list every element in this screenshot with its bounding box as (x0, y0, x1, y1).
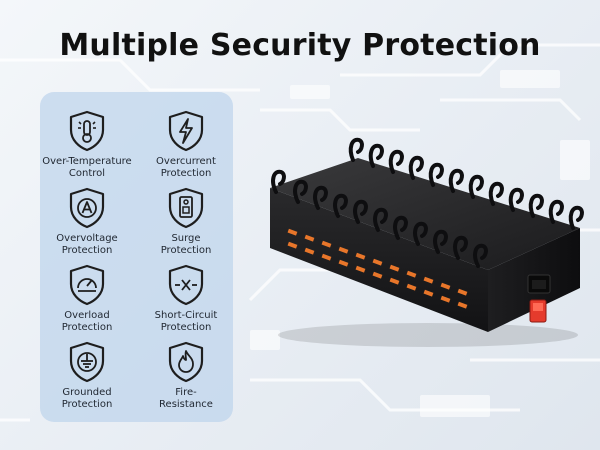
short-circuit-x-icon (168, 264, 204, 306)
gauge-icon (69, 264, 105, 306)
feature-short-circuit: Short-Circuit Protection (136, 264, 236, 334)
feature-grounded: Grounded Protection (37, 341, 137, 411)
power-switch-icon (527, 274, 551, 323)
ground-symbol-icon (69, 341, 105, 383)
feature-label: Grounded Protection (61, 387, 113, 410)
features-panel: Over-Temperature Control Overcurrent Pro… (40, 92, 233, 422)
lightning-bolt-icon (168, 110, 204, 152)
feature-overvoltage: Overvoltage Protection (37, 187, 137, 257)
voltage-a-icon (69, 187, 105, 229)
page-title: Multiple Security Protection (59, 28, 541, 63)
feature-surge: Surge Protection (136, 187, 236, 257)
feature-over-temperature: Over-Temperature Control (37, 110, 137, 180)
feature-overload: Overload Protection (37, 264, 137, 334)
surge-device-icon (168, 187, 204, 229)
feature-overcurrent: Overcurrent Protection (136, 110, 236, 180)
feature-label: Surge Protection (160, 233, 212, 256)
feature-label: Fire- Resistance (159, 387, 213, 410)
feature-label: Overload Protection (61, 310, 113, 333)
flame-icon (168, 341, 204, 383)
feature-label: Overvoltage Protection (56, 233, 118, 256)
usb-charging-station-image (270, 137, 584, 347)
feature-label: Short-Circuit Protection (154, 310, 218, 333)
feature-fire-resistance: Fire- Resistance (136, 341, 236, 411)
thermometer-sun-icon (69, 110, 105, 152)
feature-label: Overcurrent Protection (156, 156, 216, 179)
feature-label: Over-Temperature Control (42, 156, 132, 179)
